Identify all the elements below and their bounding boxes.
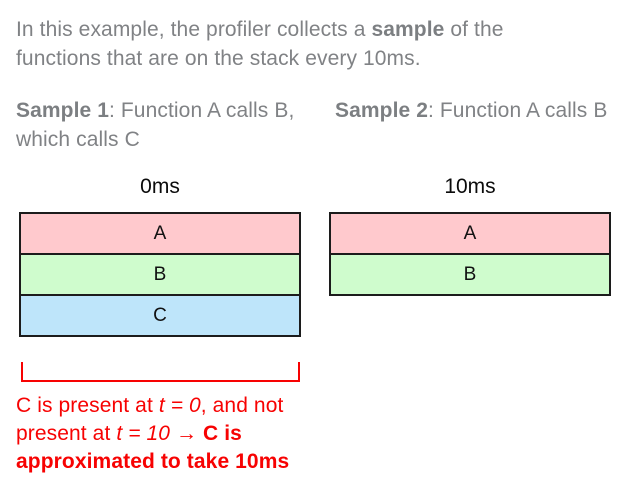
- sample-2-label: Sample 2: [335, 99, 429, 122]
- annotation-seg-1: C is present at: [16, 394, 159, 417]
- time-label-0ms: 0ms: [140, 175, 180, 198]
- annotation-seg-t0: t = 0: [158, 394, 201, 417]
- duration-bracket: [21, 362, 300, 382]
- annotation-text: C is present at t = 0, and not present a…: [16, 392, 328, 476]
- stack1-frame-b: B: [19, 253, 301, 296]
- stack2-frame-b: B: [329, 253, 611, 296]
- intro-text: In this example, the profiler collects a…: [16, 15, 581, 73]
- annotation-arrow: →: [170, 422, 204, 445]
- sample-2-description: : Function A calls B: [428, 99, 608, 122]
- stack-sample-2: 10ms A B: [329, 175, 611, 296]
- annotation-conclusion: C is approximated to take 10ms: [16, 422, 290, 473]
- intro-text-part2: of the functions that are on the stack e…: [16, 18, 504, 70]
- sample-1-caption: Sample 1: Function A calls B, which call…: [16, 96, 301, 154]
- stack2-frame-a: A: [329, 212, 611, 255]
- sample-1-label: Sample 1: [16, 99, 110, 122]
- stack-sample-1: 0ms A B C: [19, 175, 301, 337]
- stack1-frame-a: A: [19, 212, 301, 255]
- annotation-seg-t10: t = 10: [116, 422, 171, 445]
- sample-2-caption: Sample 2: Function A calls B: [335, 96, 620, 125]
- intro-text-part1: In this example, the profiler collects a: [16, 18, 372, 41]
- annotation-seg-2: , and not present at: [16, 394, 284, 445]
- stack1-frame-c: C: [19, 294, 301, 337]
- time-label-10ms: 10ms: [444, 175, 496, 198]
- intro-text-bold-sample: sample: [371, 18, 445, 41]
- sample-1-description: : Function A calls B, which calls C: [16, 99, 295, 151]
